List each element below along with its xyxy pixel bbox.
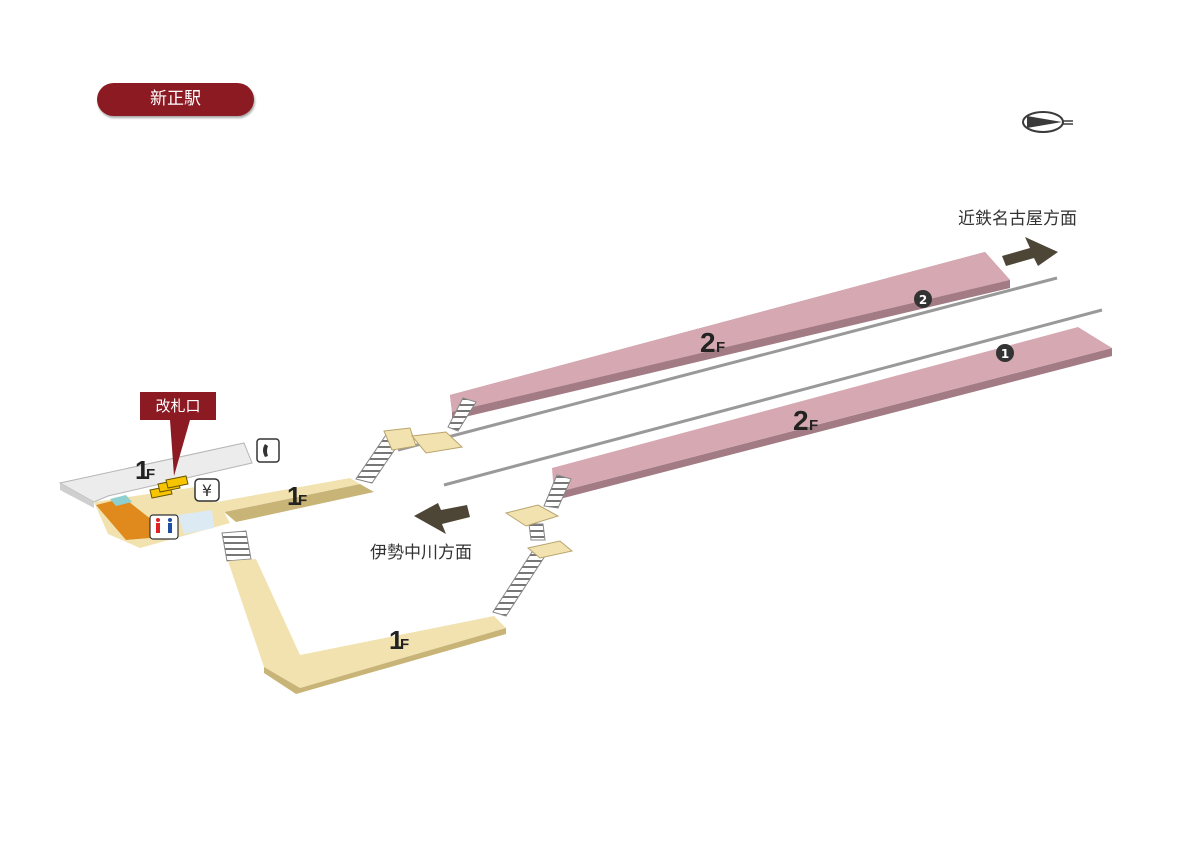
svg-text:1: 1	[135, 455, 149, 485]
floor-label-passage: 1 F	[287, 481, 307, 511]
svg-text:1: 1	[287, 481, 301, 511]
platform-1	[552, 327, 1112, 500]
platform-2	[450, 252, 1010, 420]
svg-text:2: 2	[919, 293, 927, 307]
floor-label-building: 1 F	[135, 455, 155, 485]
landing-upper-right	[411, 431, 464, 454]
concourse-1f	[200, 478, 374, 522]
direction-ise-nakagawa: 伊勢中川方面	[370, 543, 472, 563]
yen-symbol: ¥	[202, 481, 212, 500]
svg-text:F: F	[298, 492, 307, 509]
ticket-gate-icon	[149, 475, 189, 499]
restroom-icon	[149, 514, 179, 540]
ticket-machine-icon: ¥	[194, 478, 220, 502]
platform-2-marker: 2	[914, 290, 932, 308]
ticket-gate-callout: 改札口	[140, 392, 216, 420]
orange-area	[96, 498, 152, 540]
svg-text:F: F	[400, 636, 409, 653]
track-upper	[397, 276, 1058, 452]
floor-label-underpass: 1 F	[389, 625, 409, 655]
landing-lower-right	[526, 540, 574, 559]
svg-text:1: 1	[1001, 347, 1009, 361]
stairs-small-mid	[528, 523, 546, 541]
floor-label-platform-2-lower: 2 F	[793, 405, 818, 436]
floor-label-platform-2-upper: 2 F	[700, 327, 725, 358]
stairs-platform-2	[447, 397, 477, 432]
platform-1-marker: 1	[996, 344, 1014, 362]
svg-text:F: F	[809, 417, 818, 434]
gate-callout-pointer	[170, 420, 190, 476]
direction-kintetsu-nagoya: 近鉄名古屋方面	[958, 209, 1077, 229]
station-name: 新正駅	[97, 83, 254, 116]
underpass-1f	[228, 559, 506, 694]
telephone-icon	[256, 438, 280, 463]
arrow-north-icon	[1002, 237, 1058, 266]
stairs-platform-1	[543, 474, 572, 509]
svg-text:2: 2	[700, 327, 716, 358]
svg-text:F: F	[146, 466, 155, 483]
stairs-down-left	[221, 530, 252, 562]
svg-text:F: F	[716, 339, 725, 356]
stairs-bottom-right	[492, 551, 546, 617]
svg-text:1: 1	[389, 625, 403, 655]
arrow-south-icon	[414, 503, 470, 534]
north-compass-icon	[1022, 111, 1073, 133]
landing-upper-left	[383, 427, 417, 451]
svg-text:2: 2	[793, 405, 809, 436]
landing-lower-left	[504, 504, 560, 527]
track-lower	[443, 308, 1103, 487]
